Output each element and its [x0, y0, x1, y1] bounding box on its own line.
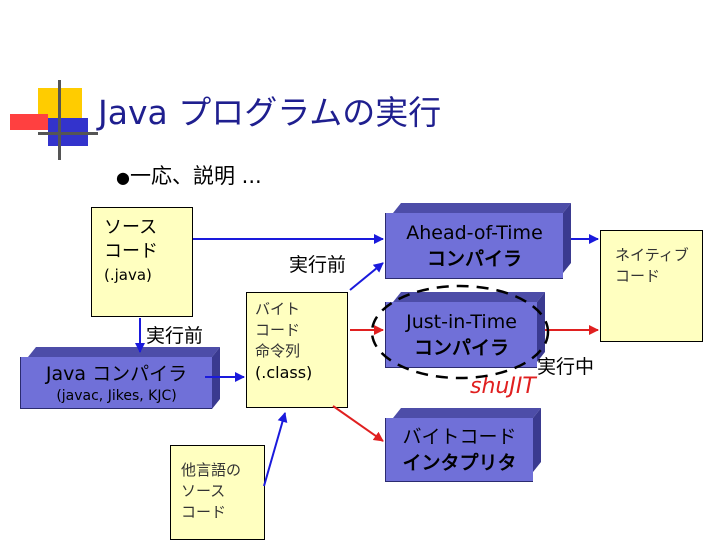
- note-bytecode: バイト コード 命令列 (.class): [246, 292, 348, 408]
- arrow-other-to-bytecode: [263, 412, 288, 487]
- decorative-logo: [0, 0, 100, 160]
- bullet-text: ●一応、説明 ...: [116, 164, 262, 188]
- jit-dashed-ellipse: [370, 284, 550, 380]
- arrow-bytecode-to-interpreter: [332, 405, 384, 442]
- arrow-bytecode-to-aot: [349, 262, 384, 291]
- page-title: Java プログラムの実行: [98, 93, 442, 132]
- note-source-code: ソース コード (.java): [91, 207, 193, 317]
- label-shujit: shuJIT: [470, 374, 536, 399]
- label-during-execution: 実行中: [537, 356, 595, 378]
- label-before-execution-top: 実行前: [289, 254, 347, 276]
- javac-subtitle: (javac, Jikes, KJC): [56, 388, 177, 404]
- aot-compiler-box: Ahead-of-Time コンパイラ: [385, 203, 571, 279]
- note-native-code: ネイティブ コード: [600, 230, 703, 342]
- note-other-language-source: 他言語の ソース コード: [170, 445, 265, 540]
- label-before-execution-left: 実行前: [146, 325, 204, 347]
- bytecode-interpreter-box: バイトコード インタプリタ: [385, 408, 541, 482]
- jit-compiler-box: Just-in-Time コンパイラ: [385, 292, 545, 368]
